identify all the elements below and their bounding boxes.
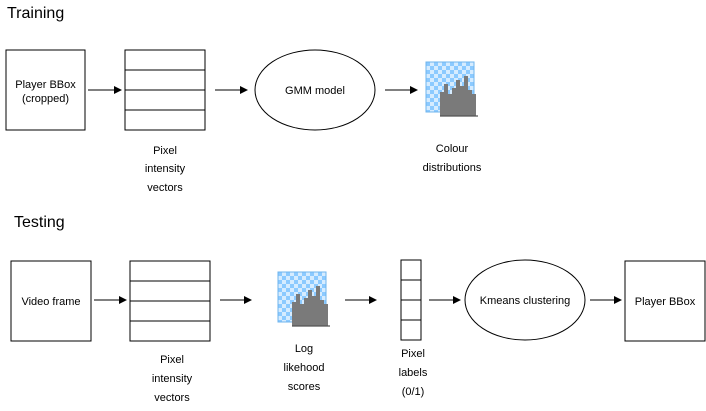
- training-vectors-caption-2: intensity: [145, 163, 186, 175]
- gmm-model-label: GMM model: [285, 85, 345, 97]
- log-likelihood-caption-2: likehood: [284, 362, 325, 374]
- video-frame-label: Video frame: [21, 296, 80, 308]
- testing-title: Testing: [14, 214, 65, 231]
- colour-distributions-caption-1: Colour: [436, 143, 469, 155]
- cropped-label: (cropped): [22, 93, 69, 105]
- log-likelihood-caption-3: scores: [288, 381, 321, 393]
- training-vectors-caption-1: Pixel: [153, 145, 177, 157]
- pixel-labels-caption-2: labels: [399, 367, 428, 379]
- player-bbox-output-label: Player BBox: [635, 296, 696, 308]
- log-likelihood-caption-1: Log: [295, 343, 313, 355]
- histogram-icon: [425, 61, 478, 117]
- testing-pixel-vectors-table: [129, 260, 211, 342]
- player-bbox-output-box: Player BBox: [624, 260, 706, 342]
- testing-vectors-caption-1: Pixel: [160, 354, 184, 366]
- testing-vectors-caption-3: vectors: [154, 392, 190, 404]
- video-frame-box: Video frame: [10, 260, 92, 342]
- player-bbox-cropped-box: Player BBox (cropped): [5, 49, 86, 131]
- pixel-labels-caption-1: Pixel: [401, 348, 425, 360]
- training-title: Training: [7, 5, 64, 22]
- gmm-model-ellipse: GMM model: [254, 49, 376, 131]
- kmeans-clustering-label: Kmeans clustering: [480, 295, 571, 307]
- training-vectors-caption-3: vectors: [147, 182, 183, 194]
- pixel-labels-caption-3: (0/1): [402, 386, 425, 398]
- training-pixel-vectors-table: [124, 49, 206, 131]
- testing-vectors-caption-2: intensity: [152, 373, 193, 385]
- player-bbox-label: Player BBox: [15, 79, 76, 91]
- histogram-icon: [277, 271, 330, 327]
- pixel-labels-column: [400, 259, 422, 341]
- colour-distributions-caption-2: distributions: [423, 162, 482, 174]
- kmeans-clustering-ellipse: Kmeans clustering: [464, 259, 586, 341]
